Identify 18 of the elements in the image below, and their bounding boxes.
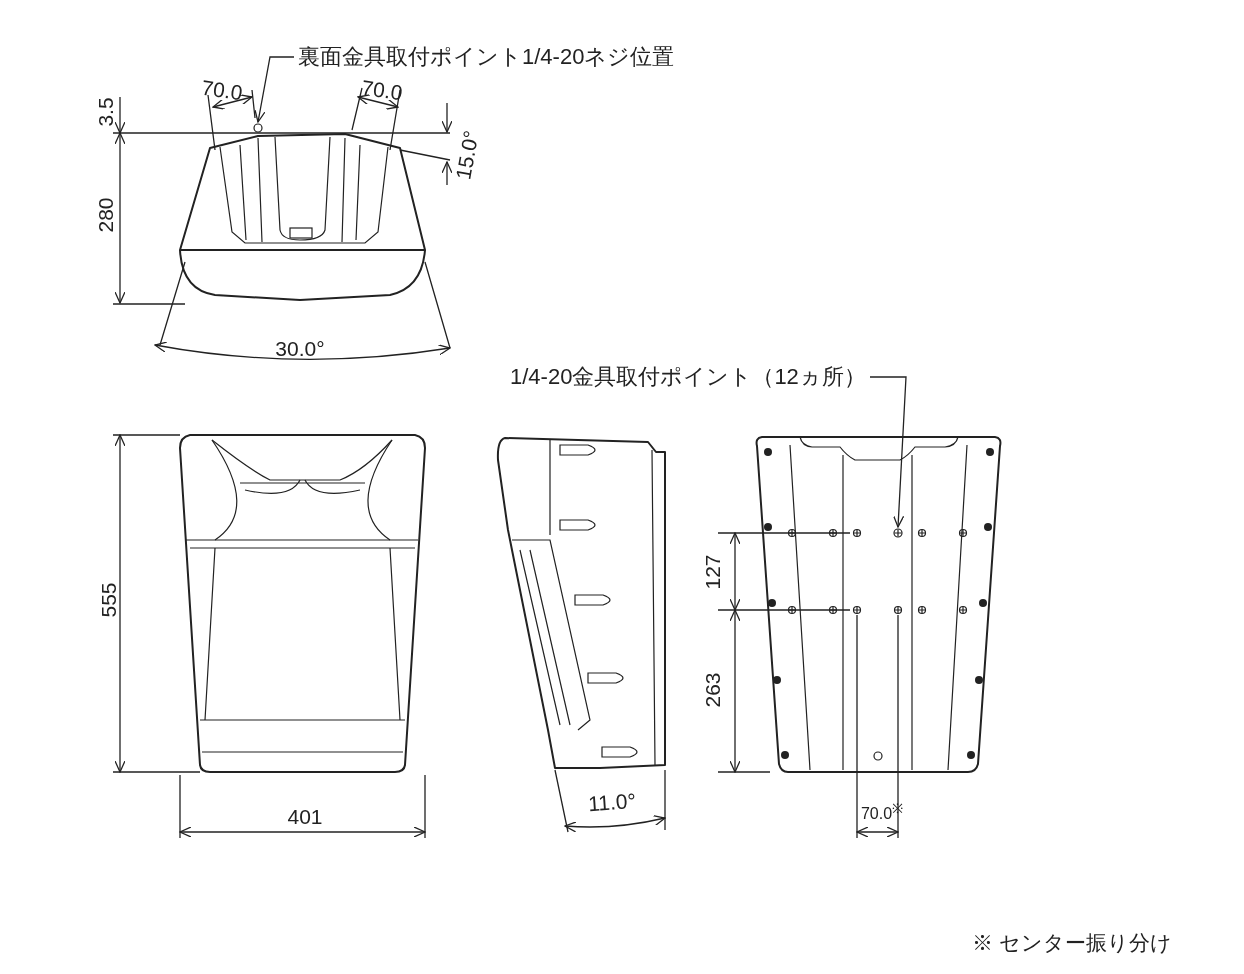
dimension-value: 263	[701, 672, 723, 708]
angle-value: 11.0°	[587, 789, 637, 815]
dimension-value: 401	[287, 805, 323, 827]
dimension-value: 280	[94, 197, 116, 233]
callout-text: 1/4-20金具取付ポイント（12ヵ所）	[510, 366, 866, 388]
dimension-value: 70.0	[360, 76, 404, 104]
leader-line	[869, 376, 907, 528]
dimension-value: 127	[701, 554, 723, 590]
mounting-point	[253, 123, 263, 133]
note-text: ※ センター振り分け	[972, 931, 1172, 953]
angle-value: 15.0°	[452, 128, 482, 182]
angle-value: 30.0°	[275, 337, 325, 359]
leader-line	[254, 56, 295, 123]
callout-text: 裏面金具取付ポイント1/4-20ネジ位置	[298, 46, 675, 68]
dimension-value: 3.5	[94, 97, 116, 127]
dimension-value: 70.0	[200, 76, 244, 104]
mounting-hole	[893, 528, 903, 538]
dimension-value: 555	[97, 582, 119, 618]
